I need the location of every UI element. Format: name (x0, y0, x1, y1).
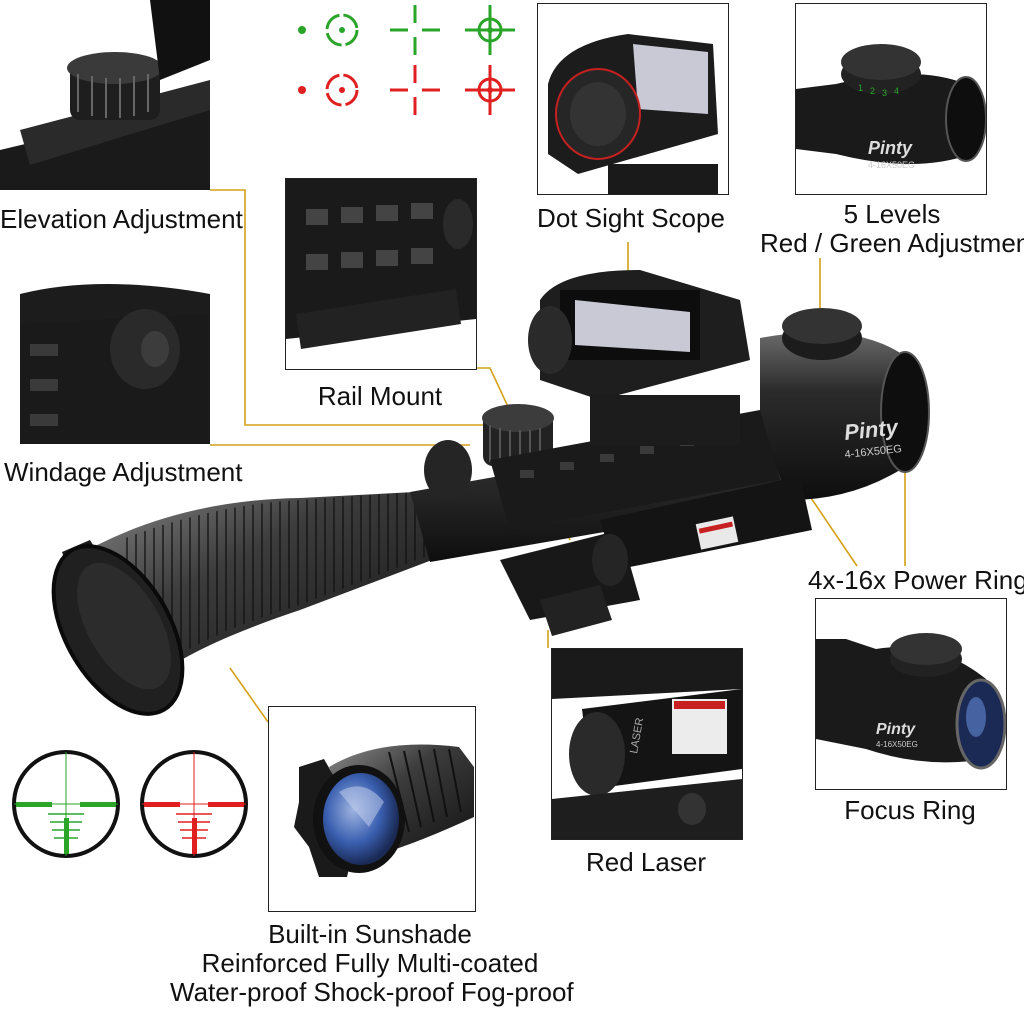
green-dot-reticle-icon (298, 26, 306, 34)
inset-focus-ring: Pinty 4-16X50EG (815, 598, 1007, 790)
red-mil-dot-reticle-icon (140, 750, 248, 858)
brand-marking: Pinty (843, 414, 901, 445)
red-cross-reticle-icon (390, 65, 440, 115)
inset-elevation (0, 0, 210, 190)
svg-text:2: 2 (870, 86, 875, 96)
mil-dot-reticles (12, 750, 248, 858)
red-cross-circle-reticle-icon (465, 65, 515, 115)
label-levels: 5 Levels Red / Green Adjustment (760, 200, 1024, 258)
label-sunshade: Built-in Sunshade Reinforced Fully Multi… (170, 919, 574, 1007)
focus-model-marking: 4-16X50EG (876, 740, 918, 749)
label-windage-adjustment: Windage Adjustment (4, 457, 243, 487)
label-rail-mount: Rail Mount (317, 381, 443, 411)
label-sunshade-line3: Water-proof Shock-proof Fog-proof (170, 977, 574, 1007)
scope-body (51, 270, 930, 716)
label-levels-line1: 5 Levels (843, 199, 941, 229)
label-dot-sight-scope: Dot Sight Scope (537, 203, 725, 233)
inset-model-marking: 4-16X50EG (868, 160, 915, 170)
green-cross-circle-reticle-icon (465, 5, 515, 55)
label-focus-ring: Focus Ring (844, 795, 976, 825)
focus-brand-marking: Pinty (876, 721, 916, 738)
reticle-icons (298, 5, 515, 115)
green-cross-reticle-icon (390, 5, 440, 55)
label-red-laser: Red Laser (586, 847, 706, 877)
inset-windage (20, 254, 210, 444)
svg-text:4: 4 (894, 86, 899, 96)
label-sunshade-line1: Built-in Sunshade (268, 919, 472, 949)
leader-elevation (210, 189, 490, 426)
green-circle-dot-reticle-icon (325, 13, 359, 47)
svg-text:1: 1 (858, 83, 863, 93)
label-sunshade-line2: Reinforced Fully Multi-coated (201, 948, 539, 978)
inset-dot-sight (537, 3, 729, 195)
inset-red-laser: LASER (551, 648, 743, 840)
label-power-ring: 4x-16x Power Ring (808, 565, 1024, 595)
label-elevation-adjustment: Elevation Adjustment (0, 204, 243, 234)
inset-sunshade (268, 706, 476, 912)
inset-rail-mount (285, 178, 477, 370)
red-circle-dot-reticle-icon (325, 73, 359, 107)
inset-brand-marking: Pinty (868, 138, 913, 158)
svg-text:3: 3 (882, 88, 887, 98)
model-marking: 4-16X50EG (844, 443, 902, 461)
green-mil-dot-reticle-icon (12, 750, 120, 858)
leader-sunshade (229, 667, 269, 723)
label-levels-line2: Red / Green Adjustment (760, 228, 1024, 258)
red-dot-reticle-icon (298, 86, 306, 94)
